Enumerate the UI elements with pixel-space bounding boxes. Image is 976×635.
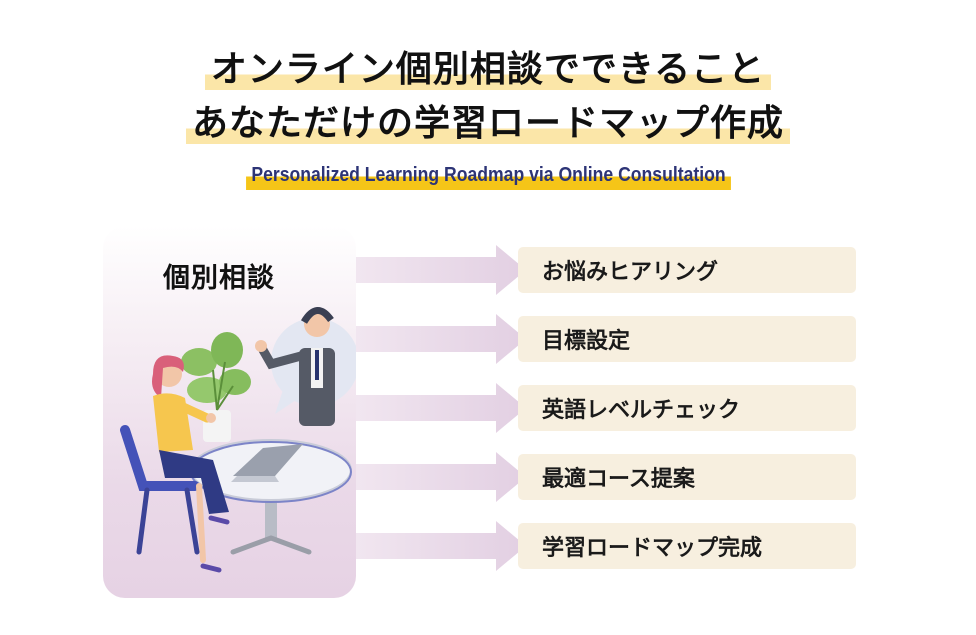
panel-title: 個別相談 bbox=[163, 263, 275, 294]
step-item: 学習ロードマップ完成 bbox=[518, 523, 856, 569]
consultation-illustration bbox=[120, 307, 356, 573]
arrow-1 bbox=[356, 245, 526, 295]
man-figure-icon bbox=[255, 307, 335, 426]
page-title-line1: オンライン個別相談でできること bbox=[0, 44, 976, 96]
step-label: 学習ロードマップ完成 bbox=[542, 536, 763, 561]
arrow-3 bbox=[356, 383, 526, 433]
arrow-2 bbox=[356, 314, 526, 364]
laptop-icon bbox=[231, 444, 303, 482]
chair-icon bbox=[120, 425, 200, 555]
step-item: 目標設定 bbox=[518, 316, 856, 362]
subtitle-text: Personalized Learning Roadmap via Online… bbox=[245, 160, 731, 190]
arrow-5 bbox=[356, 521, 526, 571]
title-line2-text: あなただけの学習ロードマップ作成 bbox=[185, 103, 790, 144]
woman-figure-icon bbox=[152, 355, 230, 573]
page-title-line2: あなただけの学習ロードマップ作成 bbox=[0, 98, 976, 150]
title-line1-text: オンライン個別相談でできること bbox=[204, 49, 772, 90]
step-item: 英語レベルチェック bbox=[518, 385, 856, 431]
step-item: お悩みヒアリング bbox=[518, 247, 856, 293]
step-label: 最適コース提案 bbox=[542, 467, 695, 492]
step-item: 最適コース提案 bbox=[518, 454, 856, 500]
arrow-4 bbox=[356, 452, 526, 502]
step-label: お悩みヒアリング bbox=[542, 260, 719, 285]
step-label: 英語レベルチェック bbox=[542, 398, 741, 423]
plant-icon bbox=[181, 332, 251, 442]
step-label: 目標設定 bbox=[542, 329, 631, 354]
subtitle: Personalized Learning Roadmap via Online… bbox=[0, 160, 976, 190]
